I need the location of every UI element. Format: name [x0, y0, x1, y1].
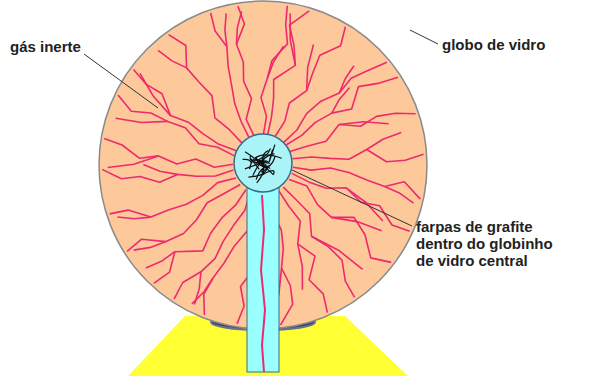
- plasma-branch: [312, 236, 363, 269]
- plasma-filament: [110, 178, 236, 217]
- callout-label: globo de vidro: [442, 36, 582, 53]
- central-globe: [234, 134, 292, 192]
- plasma-filament: [292, 150, 423, 162]
- plasma-branch: [307, 45, 314, 91]
- plasma-branch: [143, 165, 177, 175]
- plasma-branch: [158, 50, 187, 68]
- graphite-splinter: [269, 145, 275, 162]
- plasma-branch: [346, 188, 383, 221]
- leader-line: [410, 30, 438, 44]
- plasma-filament: [134, 69, 237, 150]
- plasma-branch: [332, 87, 350, 113]
- plasma-branch: [385, 187, 414, 204]
- plasma-filament: [104, 139, 233, 168]
- plasma-branch: [140, 73, 171, 115]
- plasma-branch: [237, 11, 242, 44]
- plasma-filament: [283, 187, 354, 297]
- plasma-branch: [134, 242, 166, 251]
- support-rod: [247, 188, 279, 372]
- plasma-filament: [169, 35, 243, 144]
- plasma-branch: [116, 118, 168, 122]
- plasma-branch: [118, 217, 151, 219]
- plasma-branch: [225, 13, 227, 46]
- plasma-filament: [174, 192, 250, 299]
- graphite-splinter: [256, 167, 270, 179]
- plasma-filament: [118, 95, 234, 156]
- rod-filament: [261, 195, 265, 372]
- plasma-filament: [275, 27, 346, 138]
- plasma-branch: [339, 66, 354, 93]
- plasma-filament: [268, 11, 310, 136]
- leader-line: [84, 54, 158, 108]
- plasma-filament: [237, 6, 255, 136]
- plasma-filament: [102, 169, 233, 182]
- plasma-branch: [194, 272, 201, 305]
- plasma-filament: [292, 173, 410, 231]
- plasma-filament: [261, 6, 288, 135]
- plasma-branch: [331, 217, 381, 230]
- plasma-filament: [154, 190, 246, 284]
- plasma-branch: [298, 244, 303, 290]
- plasma-branch: [339, 122, 389, 125]
- callout-label: gás inerte: [10, 38, 100, 55]
- callout-label: farpas de grafite dentro do globinho de …: [416, 218, 568, 269]
- graphite-splinter: [253, 154, 275, 176]
- graphite-splinters: [243, 145, 282, 183]
- leader-line: [292, 170, 412, 226]
- plasma-filament: [279, 191, 328, 313]
- graphite-splinter: [256, 157, 264, 166]
- plasma-branch: [290, 13, 295, 65]
- graphite-splinter: [245, 152, 274, 175]
- plasma-filament: [286, 77, 398, 145]
- graphite-splinter: [243, 159, 252, 163]
- plasma-branch: [108, 156, 159, 168]
- plasma-filament: [290, 113, 416, 151]
- plasma-branch: [146, 252, 175, 268]
- plasma-branch: [367, 133, 402, 150]
